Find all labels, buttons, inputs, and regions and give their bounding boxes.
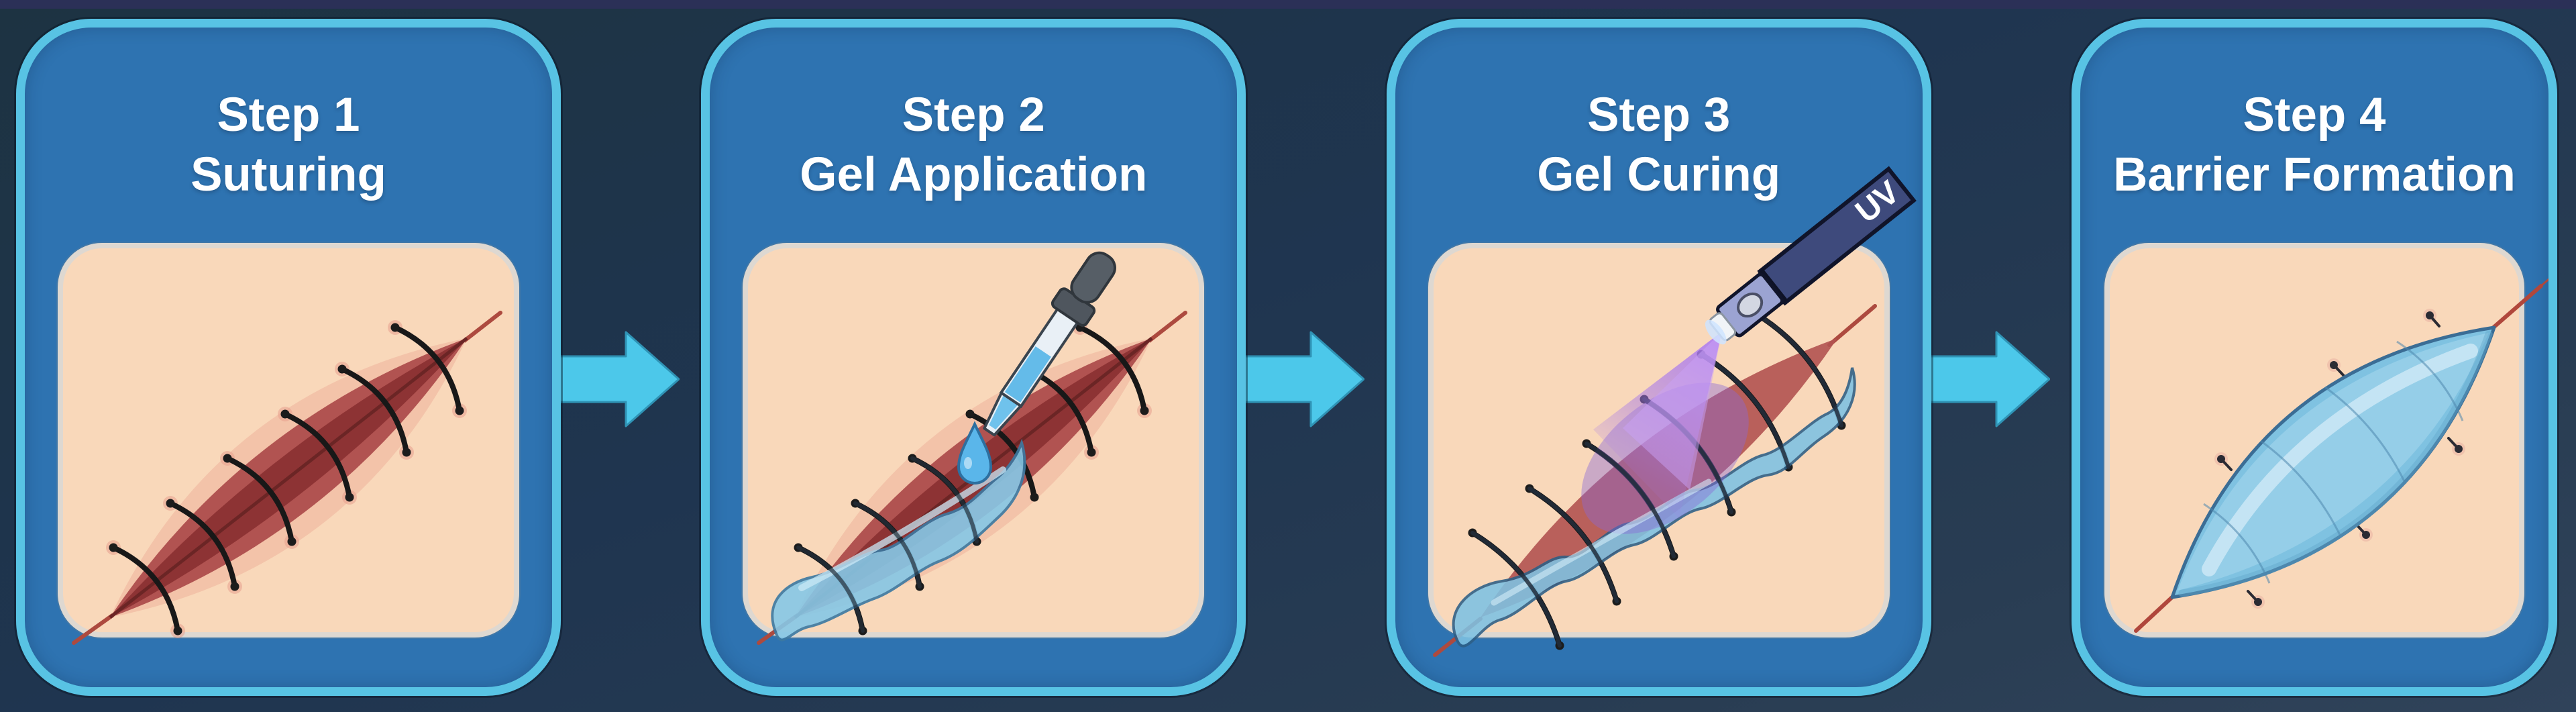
step-card-4: Step 4 Barrier Formation xyxy=(2071,19,2557,696)
arrow-right-icon xyxy=(1925,331,2050,427)
step-4-title: Step 4 Barrier Formation xyxy=(2080,85,2548,205)
step-label: Step 3 xyxy=(1587,89,1731,142)
step-1-title: Step 1 Suturing xyxy=(25,85,552,205)
barrier-formation-icon xyxy=(2133,278,2548,633)
top-strip xyxy=(0,0,2576,9)
gel-drop xyxy=(957,421,993,485)
gel-barrier xyxy=(2133,278,2548,633)
uv-curing-icon: UV xyxy=(1432,166,1917,657)
suture-dots xyxy=(2214,309,2465,609)
step-name: Barrier Formation xyxy=(2113,148,2516,202)
uv-flashlight-icon: UV xyxy=(1705,166,1917,345)
sutured-wound-icon xyxy=(72,311,502,645)
sutured-wound xyxy=(72,311,502,645)
flow-arrow-1 xyxy=(555,19,701,429)
step-2-title: Step 2 Gel Application xyxy=(710,85,1237,205)
flow-arrow-2 xyxy=(1240,19,1386,429)
flow-arrow-3 xyxy=(1925,19,2072,429)
dropper-icon xyxy=(983,251,1117,437)
step-label: Step 2 xyxy=(902,89,1045,142)
step-card-1: Step 1 Suturing xyxy=(16,19,561,696)
step-name: Gel Application xyxy=(800,148,1148,202)
step-card-2: Step 2 Gel Application xyxy=(701,19,1246,696)
step-name: Suturing xyxy=(191,148,386,202)
arrow-right-icon xyxy=(555,331,680,427)
suture-stitches xyxy=(106,320,467,638)
step-3-title: Step 3 Gel Curing xyxy=(1395,85,1923,205)
process-flow: Step 1 Suturing xyxy=(0,19,2576,696)
step-label: Step 1 xyxy=(217,89,360,142)
step-name: Gel Curing xyxy=(1537,148,1781,202)
step-card-3: Step 3 Gel Curing xyxy=(1386,19,1931,696)
arrow-right-icon xyxy=(1240,331,1365,427)
gel-application-icon xyxy=(757,251,1188,645)
step-label: Step 4 xyxy=(2243,89,2386,142)
uv-beam-core xyxy=(1622,332,1722,490)
gel-blob xyxy=(771,438,1026,642)
